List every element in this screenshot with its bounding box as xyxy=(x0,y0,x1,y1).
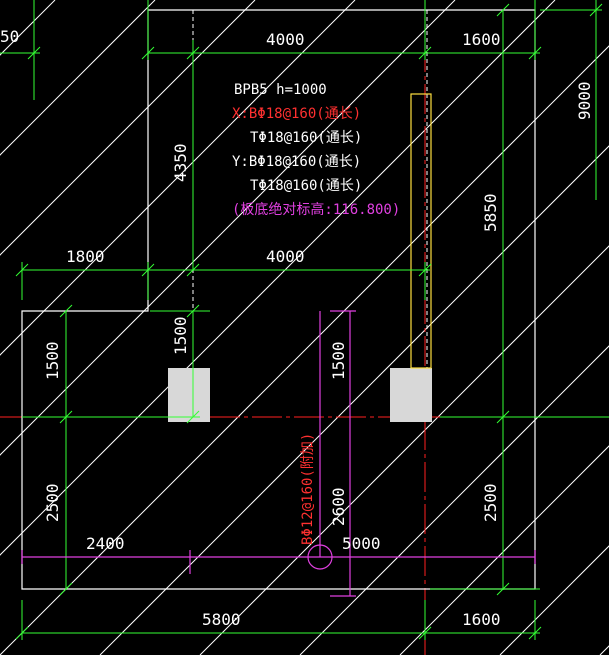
dim-top-left: 50 xyxy=(0,27,19,46)
dim-right-2500: 2500 xyxy=(481,483,500,522)
dim-left-1500: 1500 xyxy=(43,341,62,380)
extra-rebar-label: BΦ12@160(附加) xyxy=(300,433,316,545)
dimension-lines xyxy=(0,0,609,640)
hatch-line xyxy=(299,345,609,655)
hatch-line xyxy=(0,0,356,356)
hatch-line xyxy=(0,0,556,556)
dim-left-2500: 2500 xyxy=(43,483,62,522)
dim-bottom-1600: 1600 xyxy=(462,610,501,629)
dim-top-1600: 1600 xyxy=(462,30,501,49)
slab-y-bottom: Y:BΦ18@160(通长) xyxy=(232,154,361,170)
column-right[interactable] xyxy=(390,368,432,422)
extra-rebar-lines xyxy=(21,310,536,597)
hatch-line xyxy=(0,0,156,156)
dim-left-4350: 4350 xyxy=(171,143,190,182)
slab-x-bottom: X:BΦ18@160(通长) xyxy=(232,106,361,122)
dim-col-1500-b: 1500 xyxy=(329,341,348,380)
dim-extra-2600: 2600 xyxy=(329,487,348,526)
dim-mid-1800: 1800 xyxy=(66,247,105,266)
dim-right-5850: 5850 xyxy=(481,193,500,232)
slab-name: BPB5 h=1000 xyxy=(234,82,327,98)
slab-y-top: TΦ18@160(通长) xyxy=(250,178,362,194)
dim-col-1500-a: 1500 xyxy=(171,316,190,355)
dim-right-9000: 9000 xyxy=(575,81,594,120)
dim-extra-5000: 5000 xyxy=(342,534,381,553)
dimension-texts: 50 4000 1600 1800 4000 2400 5000 5800 16… xyxy=(0,27,594,629)
slab-x-top: TΦ18@160(通长) xyxy=(250,130,362,146)
slab-annotation[interactable]: BPB5 h=1000 X:BΦ18@160(通长) TΦ18@160(通长) … xyxy=(232,82,400,218)
hatch-line xyxy=(0,0,456,456)
slab-elevation: (板底绝对标高:116.800) xyxy=(232,201,400,218)
hatch-line xyxy=(0,0,256,256)
dim-bottom-5800: 5800 xyxy=(202,610,241,629)
dim-top-4000: 4000 xyxy=(266,30,305,49)
slot-opening[interactable] xyxy=(410,93,432,369)
dim-mid-4000: 4000 xyxy=(266,247,305,266)
extra-rebar-marker[interactable] xyxy=(307,544,333,570)
hatch-line xyxy=(399,445,609,655)
dim-bottom-2400: 2400 xyxy=(86,534,125,553)
hatch-line xyxy=(199,245,609,655)
column-left[interactable] xyxy=(168,368,210,422)
